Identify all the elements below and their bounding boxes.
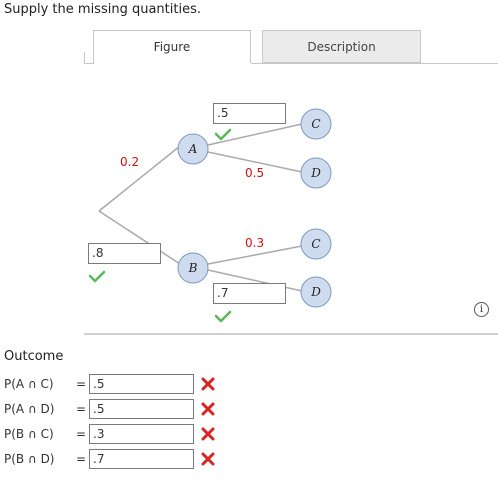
- info-icon[interactable]: i: [474, 302, 489, 317]
- outcome-row: P(B ∩ D) = .7: [4, 448, 215, 470]
- tab-figure[interactable]: Figure: [93, 30, 251, 63]
- equals-sign: =: [75, 377, 87, 391]
- probability-tree: A B C D C D: [88, 108, 332, 323]
- node-a-label: A: [188, 142, 198, 156]
- edge-b-d: [207, 269, 303, 292]
- x-icon: [201, 402, 215, 416]
- outcome-label: P(B ∩ D): [4, 452, 55, 466]
- instruction-text: Supply the missing quantities.: [4, 2, 201, 17]
- tab-divider: [251, 63, 498, 64]
- check-icon: [214, 310, 232, 323]
- figure-divider: [84, 333, 498, 335]
- outcome-row: P(B ∩ C) = .3: [4, 423, 215, 445]
- node-c-bottom-label: C: [311, 237, 320, 251]
- outcome-row: P(A ∩ C) = .5: [4, 373, 215, 395]
- prob-a-c-input[interactable]: .5: [213, 103, 286, 124]
- prob-b-c: 0.3: [245, 236, 265, 250]
- x-icon: [201, 427, 215, 441]
- node-d-bottom: [300, 276, 332, 308]
- outcome-input-a-d[interactable]: .5: [89, 399, 194, 419]
- prob-b-d-input[interactable]: .7: [213, 283, 286, 304]
- outcome-input-b-c[interactable]: .3: [89, 424, 194, 444]
- x-icon: [201, 452, 215, 466]
- prob-a-d: 0.5: [245, 166, 265, 180]
- tab-divider: [84, 63, 94, 64]
- edge-b-c: [207, 245, 303, 265]
- node-d-top: [300, 157, 332, 189]
- prob-b-input[interactable]: .8: [88, 243, 161, 264]
- edge-a-d: [207, 151, 303, 173]
- outcome-input-a-c[interactable]: .5: [89, 374, 194, 394]
- edge-root-b: [98, 210, 181, 265]
- node-c-top: [300, 108, 332, 140]
- equals-sign: =: [75, 452, 87, 466]
- outcome-input-b-d[interactable]: .7: [89, 449, 194, 469]
- outcome-label: P(A ∩ D): [4, 402, 55, 416]
- tab-divider: [84, 52, 85, 64]
- node-a: [177, 133, 209, 165]
- node-c-top-label: C: [311, 117, 320, 131]
- node-d-bottom-label: D: [310, 285, 321, 299]
- prob-a: 0.2: [120, 155, 140, 169]
- outcome-label: P(B ∩ C): [4, 427, 54, 441]
- edge-root-a: [98, 145, 181, 212]
- node-b: [177, 252, 209, 284]
- check-icon: [214, 128, 232, 141]
- node-b-label: B: [188, 261, 198, 275]
- tab-description[interactable]: Description: [262, 30, 421, 63]
- equals-sign: =: [75, 402, 87, 416]
- edge-a-c: [207, 123, 303, 146]
- outcome-row: P(A ∩ D) = .5: [4, 398, 215, 420]
- outcome-heading: Outcome: [4, 349, 64, 364]
- x-icon: [201, 377, 215, 391]
- check-icon: [88, 270, 106, 283]
- node-d-top-label: D: [310, 166, 321, 180]
- node-c-bottom: [300, 228, 332, 260]
- outcome-label: P(A ∩ C): [4, 377, 54, 391]
- equals-sign: =: [75, 427, 87, 441]
